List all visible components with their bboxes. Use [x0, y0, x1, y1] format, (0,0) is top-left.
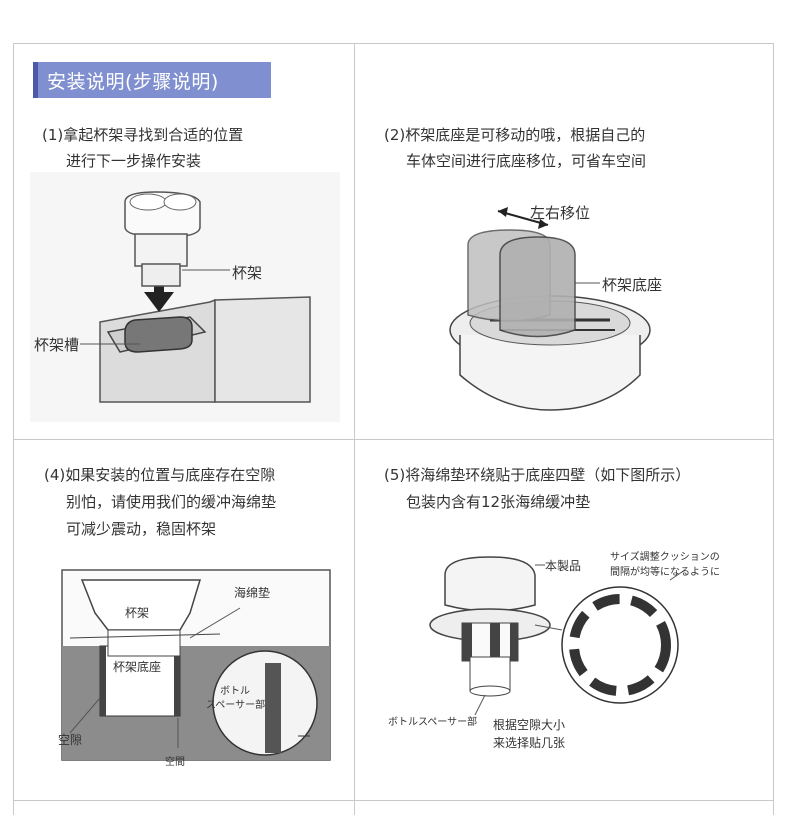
step4-label-sponge: 海绵垫 [234, 586, 271, 600]
step5-label-spacer: ボトルスペーサー部 [388, 717, 478, 728]
step2-line2: 车体空间进行底座移位，可省车空间 [406, 152, 647, 170]
step5-label-note1: サイズ調整クッションの [610, 552, 720, 563]
step4-label-bottle2: スペーサー部 [206, 700, 266, 711]
step1-label-holder: 杯架 [232, 264, 263, 282]
step4-label-gap: 空隙 [58, 733, 83, 747]
grid-line-bottom [13, 800, 774, 801]
grid-line-center [354, 43, 355, 815]
step4-illustration [61, 569, 331, 761]
step4-label-bottle1: ボトル [220, 686, 250, 697]
step5-line1: (5)将海绵垫环绕贴于底座四壁（如下图所示） [384, 466, 691, 484]
step4-label-holder: 杯架 [125, 606, 150, 620]
title-accent [33, 62, 38, 98]
instruction-grid [13, 43, 774, 815]
step4-label-gap-jp: 空間 [165, 757, 185, 768]
step1-line1: (1)拿起杯架寻找到合适的位置 [42, 126, 244, 144]
grid-line-middle [13, 439, 774, 440]
step4-line2: 别怕，请使用我们的缓冲海绵垫 [66, 493, 277, 511]
step5-label-choose1: 根据空隙大小 [493, 718, 566, 732]
section-title: 安装说明(步骤说明) [33, 62, 271, 98]
grid-line-right [773, 43, 774, 815]
step5-label-product: 本製品 [545, 559, 582, 573]
section-title-text: 安装说明(步骤说明) [47, 70, 219, 93]
step5-line2: 包装内含有12张海绵缓冲垫 [406, 493, 591, 511]
step1-label-slot: 杯架槽 [34, 336, 80, 354]
step2-label-base: 杯架底座 [602, 276, 663, 294]
step4-line1: (4)如果安装的位置与底座存在空隙 [44, 466, 276, 484]
step4-label-base: 杯架底座 [113, 660, 162, 674]
step2-label-move: 左右移位 [530, 204, 591, 222]
step2-illustration [449, 207, 651, 411]
grid-line-left [13, 43, 14, 815]
step2-line1: (2)杯架底座是可移动的哦，根据自己的 [384, 126, 646, 144]
step1-line2: 进行下一步操作安装 [66, 152, 202, 170]
grid-line-top [13, 43, 774, 44]
step5-label-note2: 間隔が均等になるように [610, 567, 720, 578]
step5-illustration [429, 556, 686, 715]
step1-illustration [30, 172, 340, 422]
step4-line3: 可减少震动，稳固杯架 [66, 520, 217, 538]
step5-label-choose2: 来选择贴几张 [493, 736, 566, 750]
